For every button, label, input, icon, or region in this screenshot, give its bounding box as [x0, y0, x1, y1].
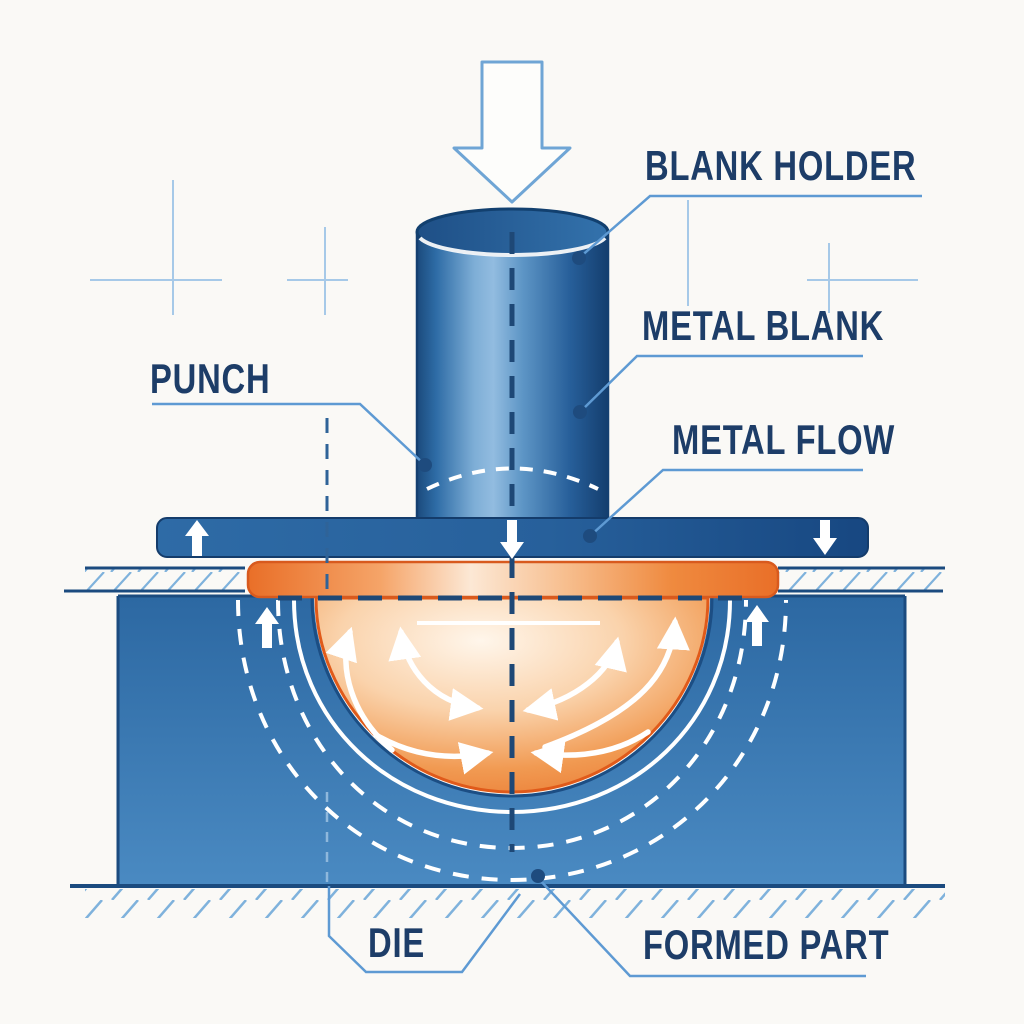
die-block — [116, 594, 907, 886]
ground-hatching — [70, 884, 945, 918]
punch-cylinder — [415, 207, 610, 519]
punch-leader — [152, 402, 426, 466]
punch-label: PUNCH — [150, 355, 271, 402]
metal-blank-leader — [579, 354, 863, 413]
blank-holder-center-down-arrow-icon — [500, 520, 524, 559]
metal-flow-curved-arrow-icons — [325, 616, 690, 775]
die-shoulder-left — [64, 566, 245, 593]
formed-part-leader — [537, 877, 866, 978]
blank-holder-right-down-arrow-icon — [813, 520, 837, 555]
metal-flow-leader — [589, 468, 863, 537]
force-down-arrow-icon — [452, 60, 572, 204]
leader-lines — [152, 194, 922, 978]
metal-flow-label: METAL FLOW — [672, 416, 896, 463]
die-shoulder-right — [778, 566, 945, 593]
punch-nose-hidden-line — [426, 466, 599, 491]
die-right-up-arrow-icon — [745, 605, 769, 646]
blank-holder-label: BLANK HOLDER — [645, 142, 917, 189]
blank-holder-up-arrow-icon — [185, 520, 209, 556]
blank-holder-leader — [578, 194, 922, 259]
die-label: DIE — [368, 919, 425, 966]
formed-part-label: FORMED PART — [643, 921, 890, 968]
die-leader — [327, 886, 522, 974]
press-arrows — [185, 520, 837, 648]
metal-blank-label: METAL BLANK — [642, 302, 885, 349]
die-left-up-arrow-icon — [255, 607, 279, 648]
leader-dots — [418, 251, 597, 883]
crosshair-registration-marks — [90, 180, 918, 315]
